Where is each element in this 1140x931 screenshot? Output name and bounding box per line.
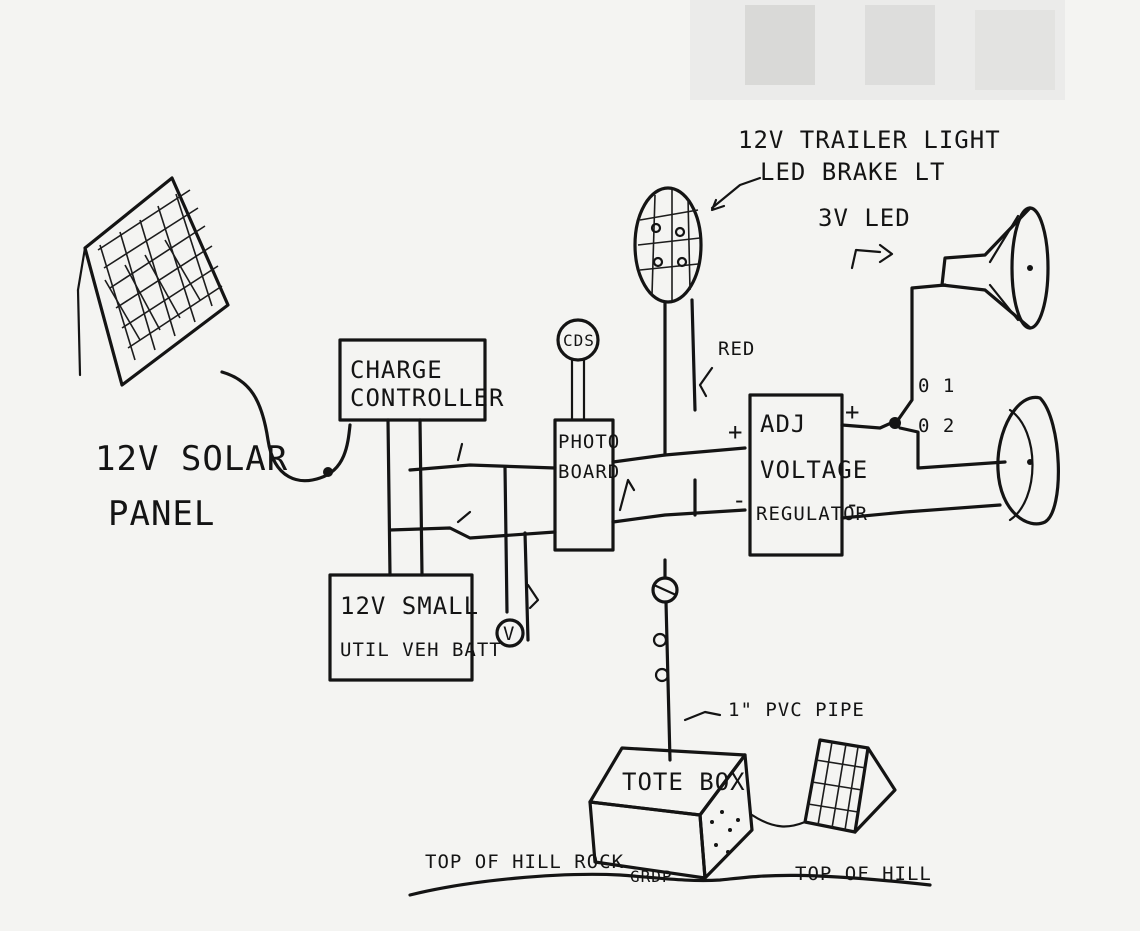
battery-label-1: 12V SMALL: [340, 592, 479, 620]
charge-controller-label-1: CHARGE: [350, 356, 443, 384]
regulator-output-wire-minus: [840, 503, 1002, 520]
cds-sensor-icon: [556, 318, 600, 362]
bleed-through-label: [690, 0, 1065, 100]
wire-tick-top: [456, 442, 464, 462]
charge-controller-label-2: CONTROLLER: [350, 384, 505, 412]
voltmeter-wire-1: [503, 465, 509, 614]
trailer-light-arrow: [710, 176, 762, 210]
red-arrow: [698, 366, 714, 398]
ground-right-label: TOP OF HILL: [795, 863, 932, 885]
controller-photo-wire-bottom: [388, 526, 557, 540]
trailer-light-arrowhead: [710, 198, 726, 212]
solar-panel-label-2: PANEL: [108, 494, 215, 534]
controller-photo-wire-top: [408, 463, 557, 472]
charge-controller-box: [338, 338, 487, 422]
cds-label: CDS: [563, 331, 595, 350]
regulator-label-1: ADJ: [760, 410, 806, 438]
tote-box-icon: [588, 746, 754, 880]
trailer-light-label-2: LED BRAKE LT: [760, 158, 945, 186]
trailer-light-label-1: 12V TRAILER LIGHT: [738, 126, 1001, 154]
panel-cable: [220, 370, 352, 483]
photo-regulator-wire-bottom: [611, 508, 747, 524]
pvc-pipe-arrow: [683, 710, 722, 722]
photo-board-arrow: [618, 478, 636, 512]
switch-position-1: 0 1: [918, 375, 955, 397]
battery-label-2: UTIL VEH BATT: [340, 639, 502, 661]
voltmeter-icon: [495, 618, 525, 648]
solar-panel-icon: [76, 176, 230, 387]
trailer-light-wire-2: [690, 298, 697, 412]
ground-left-label: TOP OF HILL ROCK: [425, 851, 624, 873]
regulator-input-minus: -: [732, 486, 747, 514]
photo-board-box: [553, 418, 615, 552]
pvc-pipe-line: [664, 600, 672, 762]
switch-position-2: 0 2: [918, 415, 955, 437]
led-3v-arrowhead: [878, 243, 894, 264]
solar-panel-label-1: 12V SOLAR: [95, 439, 288, 479]
photo-regulator-wire-top: [611, 446, 747, 464]
battery-box: [328, 573, 474, 682]
regulator-box: [748, 393, 844, 557]
led-spotlight-icon-2: [996, 395, 1060, 526]
small-solar-panel-icon: [750, 738, 897, 834]
regulator-label-3: REGULATOR: [756, 503, 868, 525]
led-spotlight-icon-1: [940, 206, 1050, 330]
voltmeter-wire-2: [523, 531, 530, 642]
pvc-pipe-label: 1" PVC PIPE: [728, 699, 865, 721]
cable-connector: [323, 467, 333, 477]
led-3v-arrow: [850, 248, 882, 270]
regulator-label-2: VOLTAGE: [760, 456, 868, 484]
regulator-output-minus: -: [845, 490, 860, 518]
photo-board-label-1: PHOTO: [558, 431, 620, 453]
switch-wire-1: [896, 283, 947, 422]
regulator-output-plus: +: [845, 398, 860, 426]
led-3v-label: 3V LED: [818, 204, 911, 232]
photo-board-label-2: BOARD: [558, 461, 620, 483]
wire-tick-bottom: [456, 510, 472, 524]
controller-battery-wire-1: [386, 418, 392, 577]
switch-wire-2: [898, 426, 1007, 470]
voltmeter-label: V: [503, 623, 515, 645]
red-label: RED: [718, 338, 755, 360]
ground-line: [408, 872, 932, 897]
controller-battery-wire-2: [418, 418, 424, 577]
tote-box-label: TOTE BOX: [622, 768, 746, 796]
trailer-light-icon: [633, 186, 703, 304]
ground-mid-label: GRDP: [630, 867, 673, 886]
voltmeter-probe: [526, 583, 540, 610]
selector-switch-icon: [889, 417, 901, 429]
regulator-input-plus: +: [728, 418, 743, 446]
